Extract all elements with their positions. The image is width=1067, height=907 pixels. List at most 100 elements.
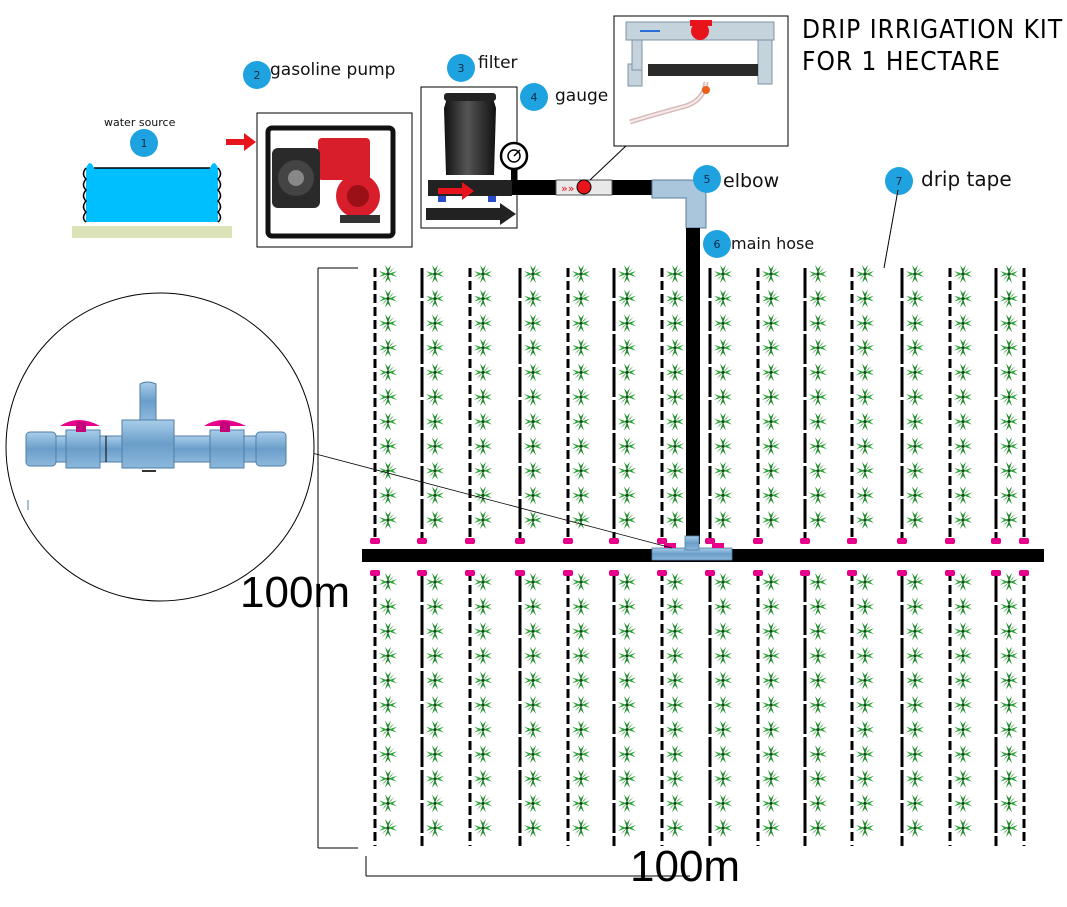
label-elbow: elbow [723,170,780,192]
plant-icon [906,437,924,456]
plant-icon [954,597,972,616]
plant-icon [906,388,924,406]
plant-icon [1000,511,1018,529]
plant-icon [474,819,492,837]
plant-icon [954,769,972,788]
plant-icon [572,597,590,616]
plant-icon [618,745,636,764]
plant-icon [474,794,492,813]
plant-icon [666,769,684,788]
plant-icon [666,486,684,505]
plant-icon [714,622,732,641]
label-filter: filter [478,53,518,73]
plant-icon [1000,338,1018,357]
plant-icon [954,265,972,283]
plant-icon [426,720,444,739]
plant-icon [714,671,732,690]
plant-icon [906,696,924,714]
plant-icon [572,363,590,382]
plant-icon [856,437,874,456]
plant-icon [762,573,780,591]
plant-icon [906,769,924,788]
tape-connector [657,570,667,576]
tape-connector [1019,570,1029,576]
plant-icon [714,486,732,505]
plant-icon [906,265,924,283]
plant-icon [856,388,874,406]
plant-icon [856,597,874,616]
plant-icon [474,437,492,456]
plant-icon [666,597,684,616]
plant-icon [379,646,397,665]
plant-icon [954,819,972,837]
title-line-2: FOR 1 HECTARE [802,47,1001,77]
plant-icon [474,486,492,505]
plant-icon [618,437,636,456]
plant-icon [856,338,874,357]
plant-icon [426,437,444,456]
plant-icon [572,696,590,714]
plant-icon [906,819,924,837]
plant-icon [666,338,684,357]
plant-icon [856,671,874,690]
plant-icon [954,388,972,406]
plant-icon [762,461,780,480]
plant-icon [809,437,827,456]
plant-icon [666,819,684,837]
dimension-height-label: 100m [240,568,351,617]
tape-connector [945,538,955,544]
plant-icon [762,363,780,382]
plant-icon [474,511,492,529]
plant-icon [666,720,684,739]
plant-icon [379,486,397,505]
plant-icon [1000,597,1018,616]
plant-icon [762,720,780,739]
plant-icon [809,314,827,333]
dimension-width-label: 100m [630,842,741,891]
plant-icon [762,412,780,431]
plant-icon [379,388,397,406]
plant-icon [809,412,827,431]
tape-connector [991,538,1001,544]
plant-icon [618,289,636,308]
plant-icon [809,486,827,505]
plant-icon [474,289,492,308]
plant-icon [906,363,924,382]
label-drip-tape: drip tape [921,167,1012,191]
tape-connector [705,570,715,576]
plant-icon [954,745,972,764]
plant-icon [762,769,780,788]
plant-icon [906,511,924,529]
tape-connector [563,570,573,576]
plant-icon [809,338,827,357]
plant-icon [474,745,492,764]
plant-icon [714,720,732,739]
plant-icon [856,696,874,714]
plant-icon [474,696,492,714]
label-gauge: gauge [555,86,609,106]
plant-icon [572,388,590,406]
plant-icon [474,671,492,690]
plant-icon [474,597,492,616]
svg-text:»»: »» [561,182,574,195]
plant-icon [666,794,684,813]
plant-icon [379,597,397,616]
plant-icon [954,412,972,431]
plant-icon [524,819,542,837]
badge-5: 5 [693,165,721,193]
plant-icon [618,461,636,480]
plant-icon [856,794,874,813]
plant-icon [379,671,397,690]
plant-icon [524,769,542,788]
plant-icon [1000,671,1018,690]
plant-icon [762,696,780,714]
diagram-title: DRIP IRRIGATION KIT FOR 1 HECTARE [802,14,1063,78]
plant-icon [524,388,542,406]
plant-icon [1000,437,1018,456]
plant-icon [1000,289,1018,308]
plant-icon [524,573,542,591]
plant-icon [809,671,827,690]
plant-icon [618,338,636,357]
plant-icon [379,769,397,788]
badge-circle [130,129,158,157]
